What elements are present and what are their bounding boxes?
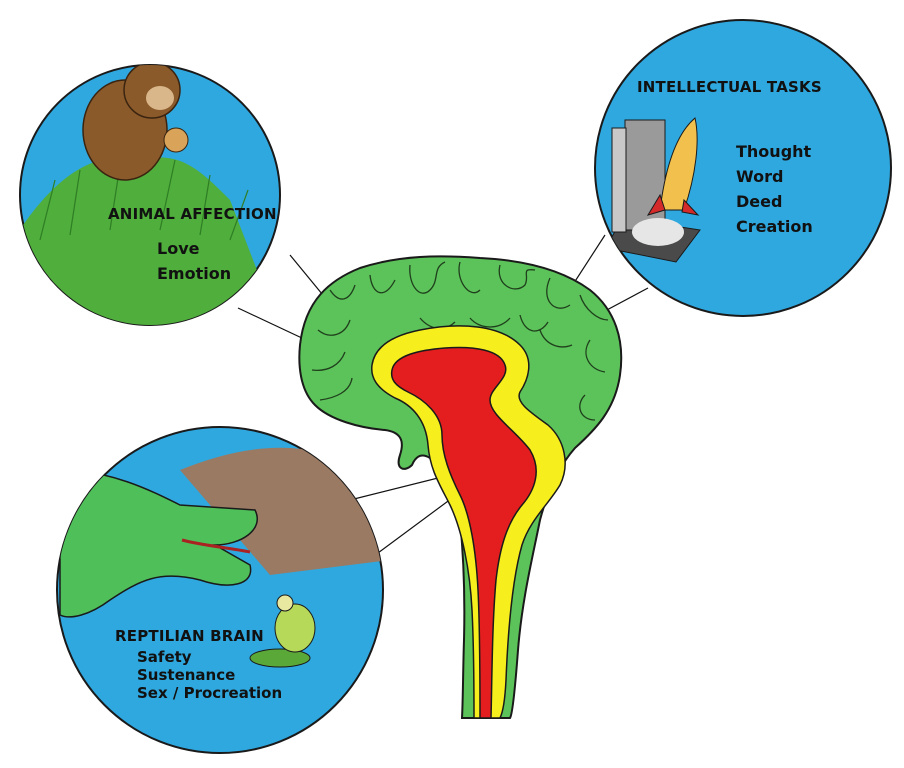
intellectual-item-word: Word <box>736 167 784 186</box>
intellectual-item-thought: Thought <box>736 142 812 161</box>
intellectual-tasks-circle <box>594 19 892 317</box>
reptilian-brain-title: REPTILIAN BRAIN <box>115 627 264 645</box>
frog-icon <box>249 594 316 668</box>
rocket-icon <box>632 117 700 246</box>
reptilian-brain-circle <box>56 426 384 754</box>
intellectual-tasks-title: INTELLECTUAL TASKS <box>637 78 822 96</box>
reptilian-item-safety: Safety <box>137 648 192 666</box>
brain-gyri <box>311 261 609 421</box>
animal-item-emotion: Emotion <box>157 264 232 283</box>
animal-affection-title: ANIMAL AFFECTION <box>108 205 277 223</box>
intellectual-item-creation: Creation <box>736 217 813 236</box>
reptilian-item-sustenance: Sustenance <box>137 666 236 684</box>
reptilian-item-sex-procreation: Sex / Procreation <box>137 684 283 702</box>
grass-illustration <box>20 157 280 325</box>
animal-affection-circle <box>19 64 281 326</box>
monkey-icon <box>82 65 189 181</box>
intellectual-item-deed: Deed <box>736 192 783 211</box>
crocodile-icon <box>59 469 258 618</box>
animal-item-love: Love <box>157 239 200 258</box>
riverbank-illustration <box>180 447 383 575</box>
reptilian-core <box>390 346 537 719</box>
limbic-system <box>371 325 566 719</box>
